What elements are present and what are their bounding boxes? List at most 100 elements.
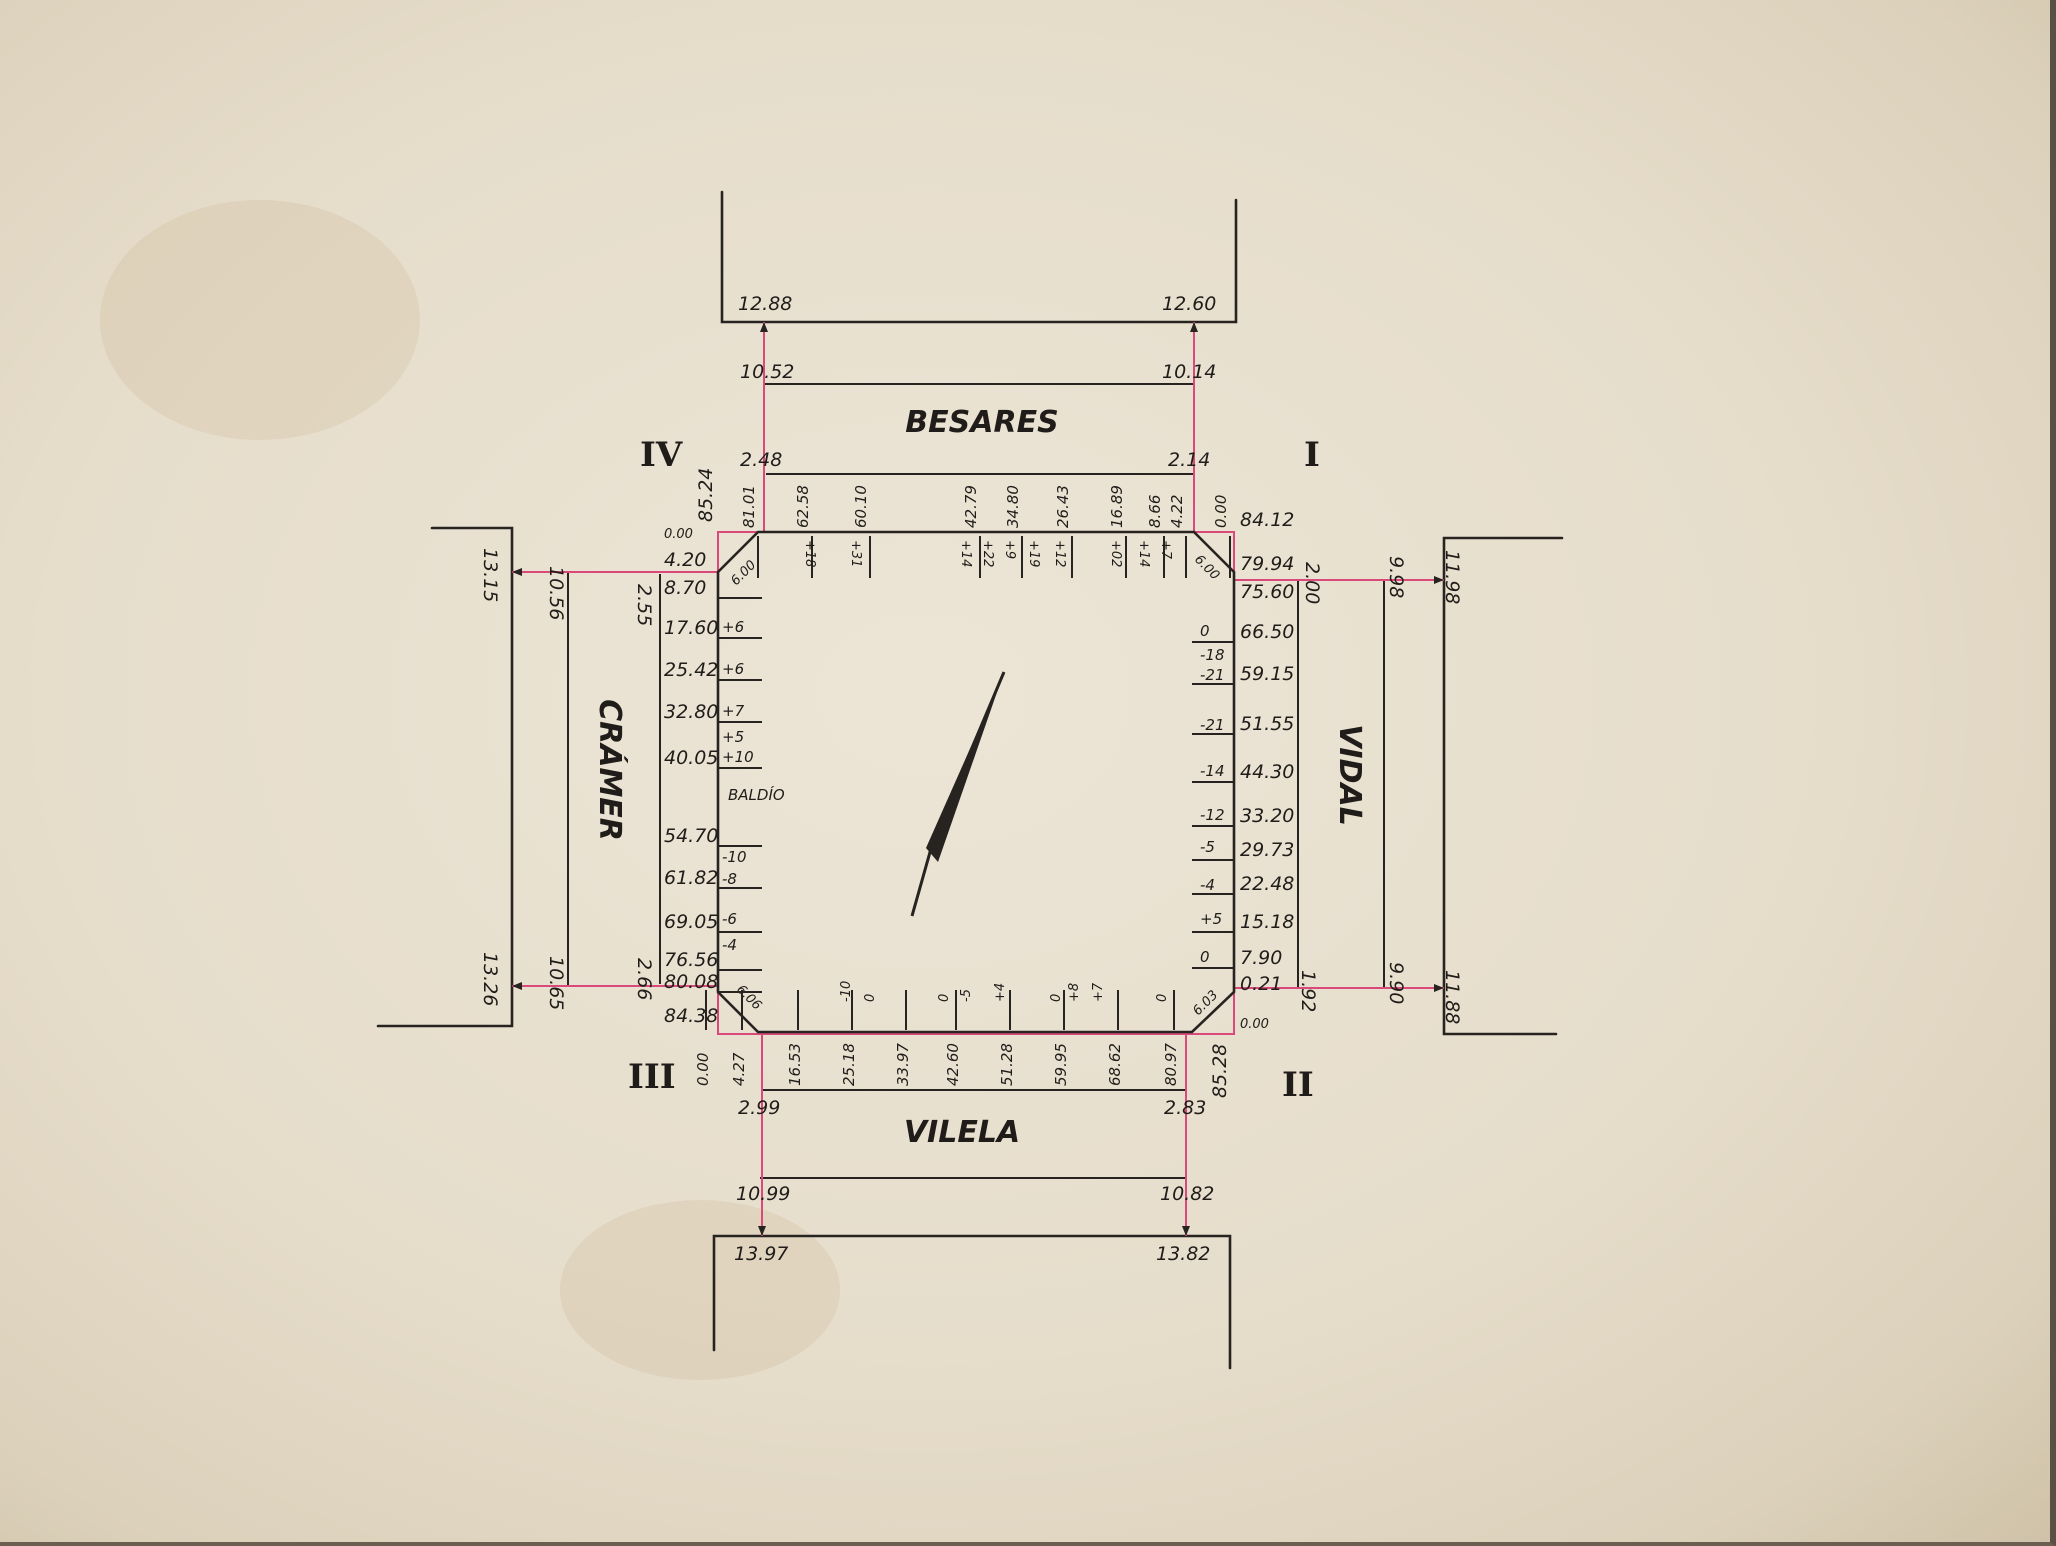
left-level: -10 [722, 848, 747, 866]
top-measure: 8.66 [1146, 495, 1164, 528]
street-name-left: CRÁMER [592, 699, 628, 841]
right-outer-offset: 11.98 [1441, 550, 1463, 604]
left-measure: 40.05 [664, 747, 718, 769]
right-measure: 15.18 [1240, 911, 1294, 933]
left-mid-offset: 10.65 [545, 956, 567, 1010]
bottom-measure: 0.00 [694, 1053, 712, 1086]
right-level: -21 [1200, 716, 1225, 734]
bottom-offsets: 2.99 10.99 13.97 2.83 10.82 13.82 [734, 1097, 1214, 1265]
bottom-left-offset: 10.99 [736, 1183, 790, 1205]
right-outer-offset: 11.88 [1441, 970, 1463, 1024]
top-level: +18 [802, 540, 817, 567]
right-measure: 33.20 [1240, 805, 1294, 827]
top-level: +02 [1108, 540, 1123, 567]
top-measure: 81.01 [740, 485, 758, 528]
right-level: -4 [1200, 876, 1215, 894]
chamfer-label-br: 6.03 [1190, 988, 1221, 1019]
bottom-measure: 33.97 [894, 1043, 912, 1086]
top-measure: 4.22 [1168, 495, 1186, 528]
right-measure: 59.15 [1240, 663, 1294, 685]
paper-stain [100, 200, 420, 440]
street-name-right: VIDAL [1332, 724, 1367, 826]
top-offsets: 12.88 10.52 2.48 12.60 10.14 2.14 [738, 293, 1216, 471]
left-frontage-measures: 0.004.208.7017.6025.4232.8040.0554.7061.… [664, 527, 762, 993]
corner-total-bl: 84.38 [664, 1005, 718, 1027]
street-limit-lines [376, 190, 1564, 1370]
right-measure: 29.73 [1240, 839, 1294, 861]
bottom-measure: 16.53 [786, 1043, 804, 1086]
top-level: +22 [980, 540, 995, 567]
paper-stain [560, 1200, 840, 1380]
arrowheads [512, 322, 1444, 1236]
top-measure: 0.00 [1212, 495, 1230, 528]
top-measure: 42.79 [962, 485, 980, 528]
top-level: +9 [1002, 540, 1017, 559]
bottom-measure: 25.18 [840, 1043, 858, 1086]
bottom-level: +8 [1067, 983, 1082, 1002]
right-measure: 51.55 [1240, 713, 1294, 735]
top-right-offset: 2.14 [1168, 449, 1210, 471]
top-measure: 26.43 [1054, 485, 1072, 528]
bottom-level: 0 [863, 994, 878, 1002]
left-level: -6 [722, 910, 737, 928]
bottom-level: -5 [959, 989, 974, 1002]
bottom-right-offset: 2.83 [1164, 1097, 1206, 1119]
vacant-lot-note: BALDÍO [728, 785, 785, 804]
bottom-measure: 4.27 [730, 1052, 748, 1086]
bottom-measure: 42.60 [944, 1043, 962, 1086]
left-measure: 4.20 [664, 549, 706, 571]
top-measure: 62.58 [794, 485, 812, 528]
left-level: +6 [722, 618, 744, 636]
right-level: -12 [1200, 806, 1225, 824]
top-level: +12 [1052, 540, 1067, 567]
right-level: -5 [1200, 838, 1215, 856]
bottom-measure: 80.97 [1162, 1043, 1180, 1086]
left-level: +10 [722, 748, 754, 766]
corner-total-tr: 84.12 [1240, 509, 1294, 531]
right-measure: 44.30 [1240, 761, 1294, 783]
left-level: +5 [722, 728, 744, 746]
left-measure: 76.56 [664, 949, 718, 971]
corner-total-br: 85.28 [1209, 1044, 1231, 1098]
right-mid-offset: 9.90 [1385, 962, 1407, 1004]
top-level: +14 [1136, 540, 1151, 567]
right-level: 0 [1200, 622, 1210, 640]
chamfer-label-tl: 6.00 [728, 558, 759, 589]
left-measure: 54.70 [664, 825, 718, 847]
block-outline [716, 530, 1236, 1034]
left-measure: 0.00 [664, 527, 693, 542]
right-measure: 66.50 [1240, 621, 1294, 643]
right-level: -18 [1200, 646, 1225, 664]
top-level: +7 [1158, 540, 1173, 560]
top-measure: 60.10 [852, 485, 870, 528]
right-inner-offset: 1.92 [1297, 970, 1319, 1012]
bottom-level: +4 [993, 983, 1008, 1002]
left-measure: 69.05 [664, 911, 718, 933]
top-level: +31 [848, 540, 863, 567]
left-inner-offset: 2.66 [633, 958, 655, 1000]
bottom-left-offset: 13.97 [734, 1243, 788, 1265]
top-right-offset: 10.14 [1162, 361, 1216, 383]
bottom-level: 0 [1155, 994, 1170, 1002]
sidewalk-lines [567, 383, 1385, 1179]
bottom-right-offset: 10.82 [1160, 1183, 1214, 1205]
left-measure: 8.70 [664, 577, 706, 599]
bottom-level: 0 [937, 994, 952, 1002]
right-level: +5 [1200, 910, 1222, 928]
quadrant-label-ii: II [1282, 1065, 1314, 1105]
top-left-offset: 10.52 [740, 361, 794, 383]
right-measure: 75.60 [1240, 581, 1294, 603]
chamfer-label-bl: 6.06 [733, 982, 764, 1013]
left-level: +7 [722, 702, 745, 720]
right-mid-offset: 9.98 [1385, 556, 1407, 598]
left-level: -8 [722, 870, 737, 888]
bottom-level: +7 [1091, 982, 1106, 1002]
right-frontage-measures: 79.9475.6066.5059.1551.5544.3033.2029.73… [1192, 553, 1294, 1032]
top-left-offset: 2.48 [740, 449, 782, 471]
left-outer-offset: 13.15 [479, 548, 501, 602]
right-measure: 0.21 [1240, 973, 1282, 995]
right-inner-offset: 2.00 [1301, 562, 1323, 604]
